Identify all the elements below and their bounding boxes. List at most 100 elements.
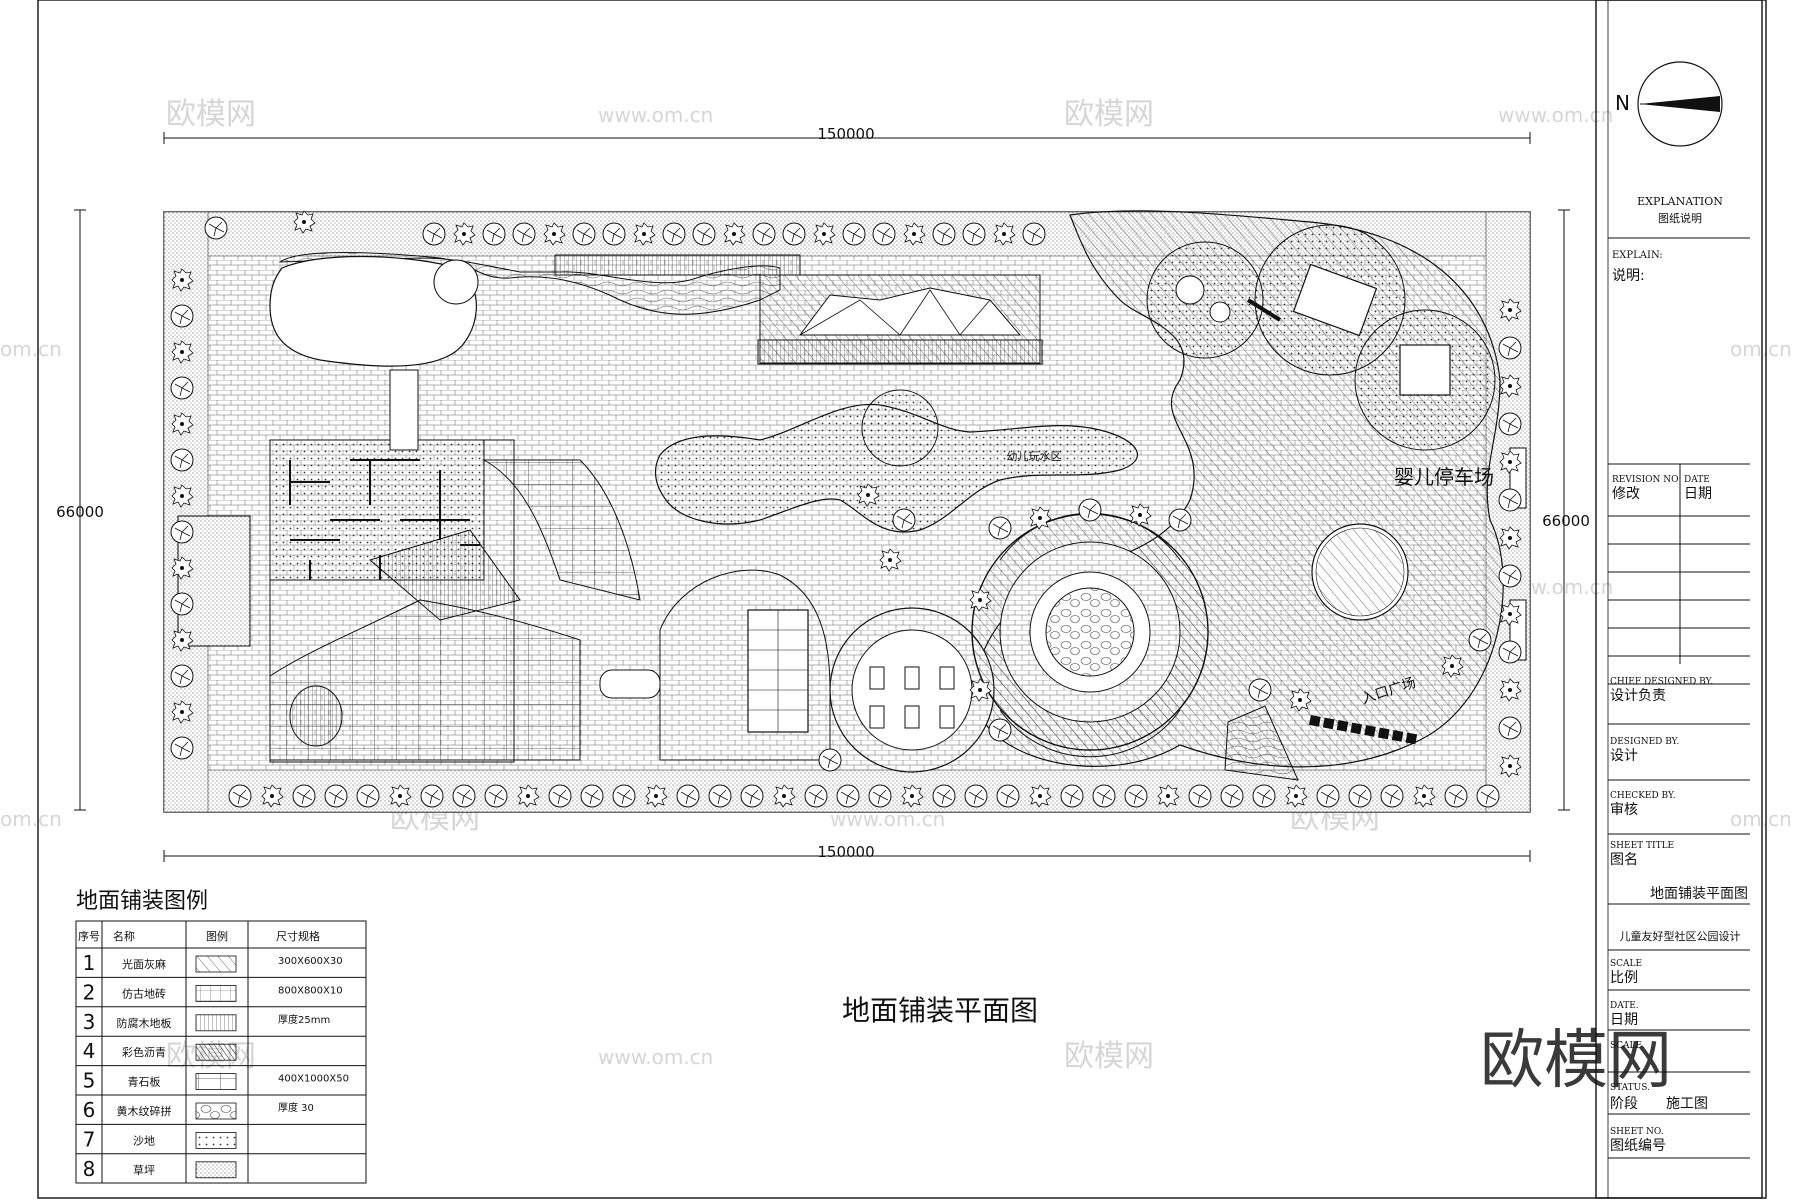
tb-chief-en: CHIEF DESIGNED BY.: [1610, 677, 1713, 687]
tree-symbol: [170, 520, 194, 544]
legend-header-pattern: 图例: [206, 929, 228, 943]
tb-checked-en: CHECKED BY.: [1610, 791, 1676, 801]
tb-date2-en: DATE.: [1610, 1001, 1639, 1011]
drawing-title: 地面铺装平面图: [842, 994, 1038, 1027]
tree-symbol: [1078, 498, 1102, 522]
legend-row-swatch: [195, 985, 237, 1002]
legend-row-name: 黄木纹碎拼: [117, 1104, 172, 1118]
legend-header-name: 名称: [113, 929, 135, 943]
tree-symbol: [1248, 678, 1272, 702]
tree-symbol: [872, 222, 896, 246]
legend-row-number: 3: [83, 1010, 96, 1034]
label-infant-parking: 婴儿停车场: [1394, 465, 1494, 489]
legend-header-no: 序号: [78, 929, 100, 943]
tree-symbol: [580, 784, 604, 808]
legend-row-number: 1: [83, 951, 96, 975]
legend-row-swatch: [195, 1161, 237, 1179]
tree-symbol: [204, 216, 228, 240]
tree-symbol: [1168, 508, 1192, 532]
legend-row-number: 6: [83, 1098, 96, 1122]
legend-row-spec: 800X800X10: [278, 985, 343, 996]
legend-row-name: 青石板: [128, 1075, 161, 1089]
tb-revision-en: REVISION NO: [1612, 475, 1679, 485]
tree-symbol: [1476, 784, 1500, 808]
tree-symbol: [482, 222, 506, 246]
tb-status-cn: 阶段: [1610, 1096, 1638, 1112]
tb-date-en: DATE: [1684, 475, 1710, 485]
tree-symbol: [1348, 784, 1372, 808]
dimension-bottom: 150000: [817, 843, 874, 861]
tree-symbol: [292, 784, 316, 808]
watermark-brand: 欧模网: [166, 97, 256, 132]
tree-symbol: [170, 304, 194, 328]
legend-row-swatch: [195, 1014, 237, 1032]
tree-symbol: [324, 784, 348, 808]
tree-symbol: [1188, 784, 1212, 808]
tree-symbol: [740, 784, 764, 808]
tree-symbol: [170, 664, 194, 688]
tree-symbol: [892, 508, 916, 532]
site-plan: [163, 210, 1531, 813]
legend-title: 地面铺装图例: [76, 889, 208, 914]
tree-symbol: [964, 784, 988, 808]
watermark-domain: om.cn: [1730, 807, 1792, 831]
tree-symbol: [932, 222, 956, 246]
dimension-lines: 150000 150000 66000 66000: [56, 125, 1590, 862]
tree-symbol: [988, 718, 1012, 742]
tb-sheet-title-en: SHEET TITLE: [1610, 841, 1674, 851]
legend-row-number: 8: [83, 1157, 96, 1181]
legend-row-name: 光面灰麻: [122, 957, 166, 971]
tree-symbol: [512, 222, 536, 246]
tree-symbol: [612, 784, 636, 808]
watermark-domain: om.cn: [0, 807, 62, 831]
legend-row-name: 仿古地砖: [122, 986, 166, 1000]
tb-sheet-title-cn: 图名: [1610, 852, 1638, 868]
tree-symbol: [170, 448, 194, 472]
legend-row-spec: 厚度25mm: [278, 1013, 330, 1026]
tree-symbol: [484, 784, 508, 808]
tb-revision-cn: 修改: [1612, 486, 1640, 502]
brand-watermark: 欧模网: [1480, 1024, 1672, 1098]
legend: 地面铺装图例 序号 名称 图例 尺寸规格 1 光面灰麻 300X600X30 2 仿古地…: [75, 889, 367, 1184]
legend-row-swatch: [195, 1132, 237, 1149]
tree-symbol: [1498, 564, 1522, 588]
tb-explanation-en: EXPLANATION: [1637, 195, 1723, 208]
tree-symbol: [782, 222, 806, 246]
legend-row: 1 光面灰麻 300X600X30: [83, 951, 343, 975]
label-kids-area: 幼儿玩水区: [1007, 450, 1062, 463]
legend-header-spec: 尺寸规格: [276, 929, 320, 943]
legend-row-spec: 300X600X30: [278, 956, 343, 967]
dimension-right: 66000: [1542, 512, 1590, 530]
tree-symbol: [804, 784, 828, 808]
water-play-area: [654, 403, 1139, 533]
title-block: N EXPLANATION 图纸说明 EXPLAIN: 说明: REVISION…: [1595, 0, 1767, 1199]
legend-row-swatch: [195, 1102, 237, 1120]
legend-row-swatch: [195, 955, 237, 973]
watermark-domain: om.cn: [1730, 337, 1792, 361]
sheet-border: [37, 0, 1763, 1199]
legend-row-swatch: [195, 1043, 237, 1061]
legend-row-number: 5: [83, 1069, 96, 1093]
legend-row-swatch: [195, 1073, 237, 1090]
tb-date-cn: 日期: [1684, 486, 1712, 502]
tree-symbol: [1498, 640, 1522, 664]
tree-symbol: [572, 222, 596, 246]
tb-scale-en: SCALE: [1610, 959, 1642, 969]
watermark-domain: om.cn: [0, 337, 62, 361]
tb-explain-en: EXPLAIN:: [1612, 250, 1663, 261]
tree-symbol: [868, 784, 892, 808]
tree-symbol: [1498, 488, 1522, 512]
tree-symbol: [1220, 784, 1244, 808]
tb-project-name: 儿童友好型社区公园设计: [1620, 929, 1741, 943]
legend-row-number: 2: [83, 980, 96, 1004]
tb-sheet-no-en: SHEET NO.: [1610, 1127, 1664, 1137]
tb-checked-cn: 审核: [1610, 802, 1638, 818]
dimension-left: 66000: [56, 503, 104, 521]
